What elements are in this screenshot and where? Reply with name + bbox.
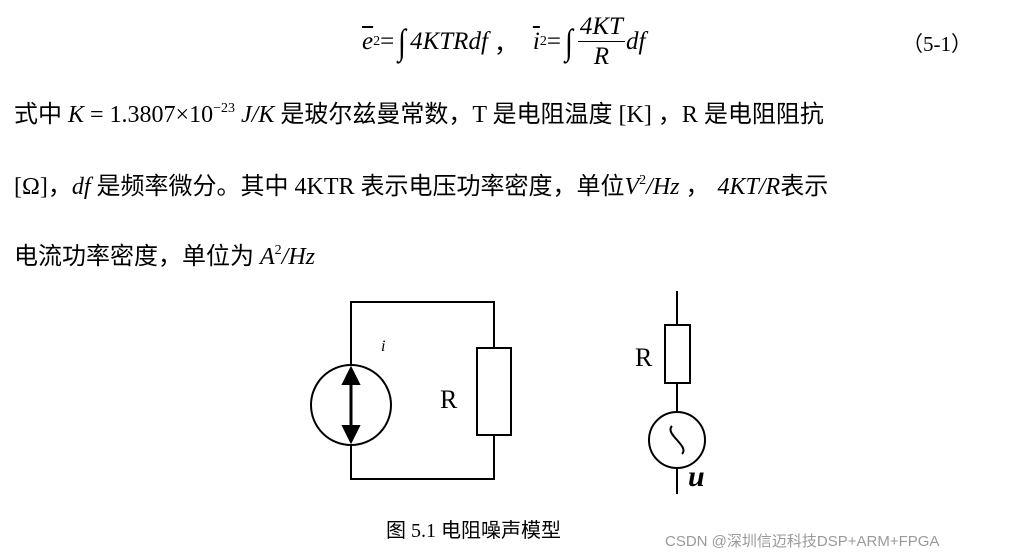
- voltage-source-model: [648, 291, 706, 494]
- t: K: [68, 102, 85, 128]
- equals: =: [380, 27, 395, 55]
- resistor-label: R: [440, 385, 458, 414]
- t: −23: [213, 101, 235, 116]
- current-source-model: [310, 301, 512, 480]
- e-squared: e: [362, 27, 374, 55]
- resistor-icon: [476, 347, 512, 436]
- i-squared: i: [532, 27, 540, 55]
- t: 是频率微分。其中 4KTR 表示电压功率密度，单位: [90, 174, 625, 200]
- t: = 1.3807×10: [84, 102, 214, 128]
- current-source-icon: [310, 364, 392, 446]
- sep: ，: [493, 30, 519, 58]
- integral: ∫: [398, 21, 407, 62]
- resistor-label: R: [635, 343, 653, 372]
- equation-number: （5-1）: [902, 32, 972, 56]
- t: A: [260, 244, 275, 270]
- integral: ∫: [564, 21, 573, 62]
- e-rhs: 4KTRdf: [410, 27, 488, 55]
- paragraph-line-1: 式中 K = 1.3807×10−23 J/K 是玻尔兹曼常数，T 是电阻温度 …: [14, 94, 824, 129]
- voltage-label: u: [688, 460, 705, 493]
- t: 2: [639, 173, 647, 188]
- t: [Ω]，: [14, 174, 72, 200]
- t: J/K: [235, 102, 275, 128]
- equals: =: [546, 27, 561, 55]
- t: df: [71, 174, 91, 200]
- current-label: i: [381, 338, 385, 355]
- t: 4KT/R: [717, 174, 781, 200]
- t: 表示: [780, 174, 829, 200]
- numerator: 4KT: [577, 13, 625, 42]
- i-rhs: df: [625, 27, 646, 55]
- paragraph-line-2: [Ω]，df 是频率微分。其中 4KTR 表示电压功率密度，单位V2/Hz ， 4…: [14, 166, 828, 201]
- resistor-icon: [664, 324, 691, 384]
- t: ，: [679, 174, 710, 200]
- paragraph-line-3: 电流功率密度，单位为 A2/Hz: [14, 236, 315, 271]
- t: 是玻尔兹曼常数，T 是电阻温度 [K] ，R 是电阻阻抗: [274, 102, 824, 128]
- t: /Hz: [646, 174, 680, 200]
- figure-caption: 图 5.1 电阻噪声模型: [386, 520, 561, 542]
- t: 式中: [14, 102, 68, 128]
- t: 2: [274, 243, 282, 258]
- watermark: CSDN @深圳信迈科技DSP+ARM+FPGA: [665, 533, 940, 550]
- t: V: [624, 174, 640, 200]
- t: 电流功率密度，单位为: [14, 244, 260, 270]
- t: /Hz: [281, 244, 316, 270]
- denominator: R: [593, 43, 610, 70]
